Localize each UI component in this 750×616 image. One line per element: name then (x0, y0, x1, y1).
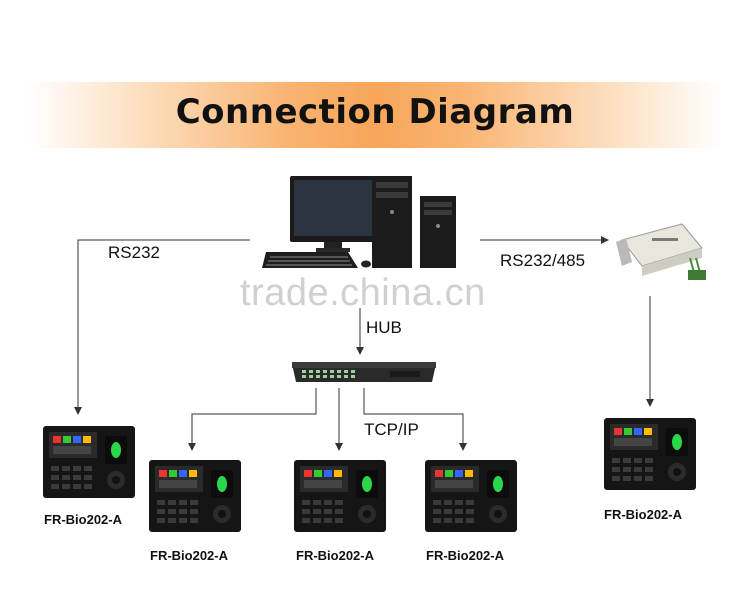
rs232-line (74, 239, 250, 415)
device-label-5: FR-Bio202-A (604, 507, 683, 522)
tcp-line-3 (363, 388, 467, 451)
hub-label: HUB (366, 318, 402, 337)
device-terminal-5 (604, 418, 696, 490)
device-terminal-2 (149, 460, 241, 532)
title-banner: Connection Diagram (28, 82, 722, 148)
device-label-4: FR-Bio202-A (426, 548, 505, 563)
tcp-ip-label: TCP/IP (364, 420, 419, 439)
device-label-1: FR-Bio202-A (44, 512, 123, 527)
watermark-text: trade.china.cn (240, 272, 486, 314)
device-label-3: FR-Bio202-A (296, 548, 375, 563)
page-title: Connection Diagram (175, 92, 575, 132)
device-terminal-4 (425, 460, 517, 532)
hub-switch-icon (292, 362, 436, 382)
device-label-2: FR-Bio202-A (150, 548, 229, 563)
rs485-converter-icon (616, 223, 706, 281)
rs232-label: RS232 (108, 243, 160, 262)
tcp-line-1 (188, 388, 317, 451)
computer-icon (262, 176, 456, 268)
device-terminal-3 (294, 460, 386, 532)
rs232-485-label: RS232/485 (500, 251, 586, 270)
device-terminal-1 (43, 426, 135, 498)
